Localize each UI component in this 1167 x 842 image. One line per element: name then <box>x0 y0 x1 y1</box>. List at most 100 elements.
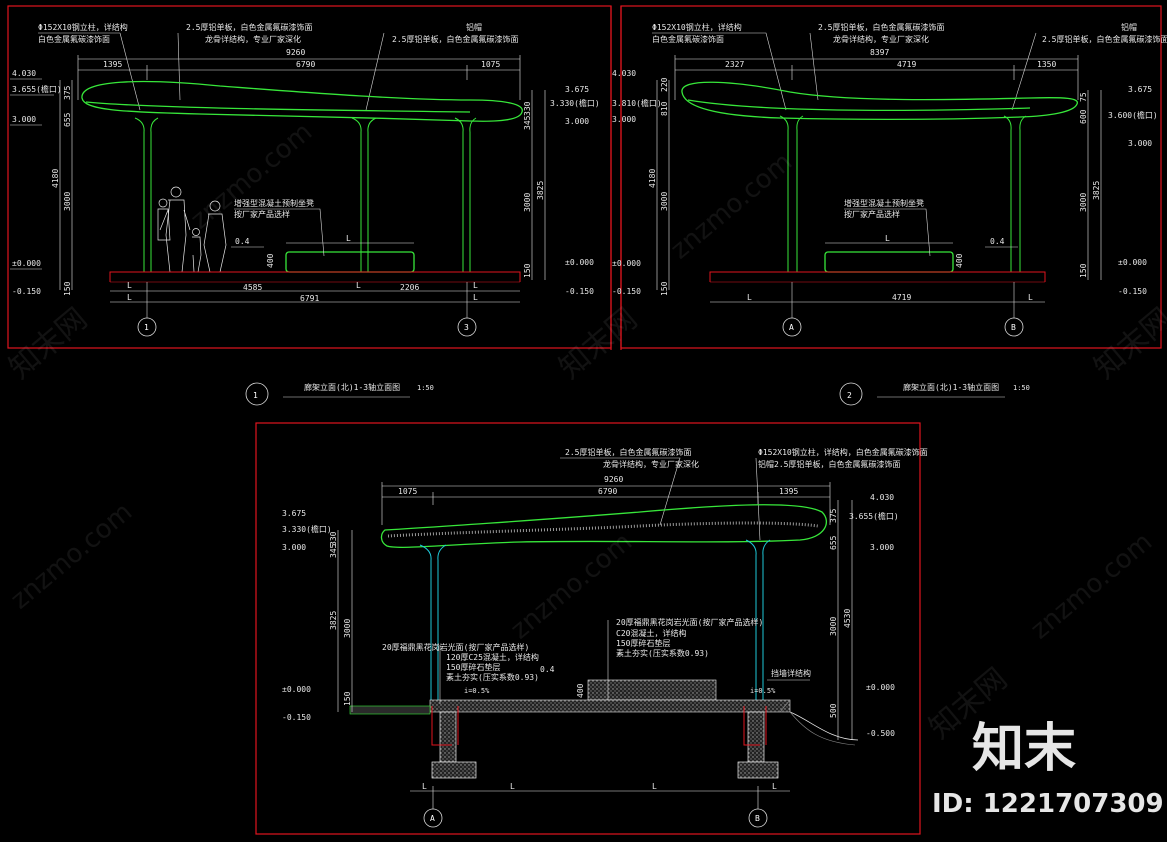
note-canopy-detail: 龙骨详结构，专业厂家深化 <box>833 34 929 44</box>
dim-1075: 1075 <box>481 60 500 69</box>
dim-1395: 1395 <box>103 60 122 69</box>
logo-text: 知末 <box>972 719 1076 779</box>
level: ±0.000 <box>282 685 311 694</box>
vdim-3000: 3000 <box>343 619 352 638</box>
vdim-330: 330 <box>523 101 532 116</box>
brand-logo: 知末 ID: 1221707309 <box>932 719 1164 819</box>
watermark-brand: 知末网 <box>553 301 644 386</box>
note-cap: 铝帽 <box>466 22 482 32</box>
watermark-brand: 知末网 <box>1088 301 1167 386</box>
dim-bench-label: L <box>885 234 890 243</box>
vdim-655: 655 <box>829 535 838 550</box>
column-b <box>1003 115 1027 272</box>
canopy-profile <box>681 81 1078 121</box>
note-bench-3: 素土夯实(压实系数0.93) <box>616 648 709 658</box>
axis-bubble-b <box>748 808 768 828</box>
level: 3.330(檐口) <box>282 524 332 534</box>
axis-label: A <box>789 323 794 332</box>
drawing-number: 2 <box>847 391 852 400</box>
level: 3.000 <box>870 543 894 552</box>
vdim-3000: 3000 <box>829 617 838 636</box>
vdim-4180: 4180 <box>648 169 657 188</box>
dim-1350: 1350 <box>1037 60 1056 69</box>
dim-L: L <box>772 782 777 791</box>
level: -0.150 <box>282 713 311 722</box>
note-cap: 铝帽 <box>1121 22 1137 32</box>
dim-L: L <box>473 293 478 302</box>
level: -0.150 <box>565 287 594 296</box>
level: 3.000 <box>12 115 36 124</box>
frame-drawing-2 <box>620 5 1162 349</box>
canopy-profile <box>81 80 523 122</box>
axis-bubble-a <box>782 317 802 337</box>
slab <box>429 699 791 713</box>
level: 3.675 <box>565 85 589 94</box>
leader <box>234 208 325 257</box>
columns-drawing-1 <box>134 117 477 272</box>
note-paving-2: 150厚碎石垫层 <box>446 662 500 672</box>
level: 3.810(檐口) <box>612 98 662 108</box>
vdim-4530: 4530 <box>843 609 852 628</box>
level: 3.330(檐口) <box>550 98 600 108</box>
id-label: ID: 1221707309 <box>932 789 1164 819</box>
level: 3.675 <box>282 509 306 518</box>
axis-label: 1 <box>144 323 149 332</box>
canopy-hatch <box>387 521 819 538</box>
level: ±0.000 <box>866 683 895 692</box>
level: -0.150 <box>612 287 641 296</box>
note-canopy: 2.5厚铝单板，白色金属氟碳漆饰面 <box>565 447 691 457</box>
level: ±0.000 <box>565 258 594 267</box>
note-canopy: 2.5厚铝单板，白色金属氟碳漆饰面 <box>186 22 312 32</box>
axis-bubble-b <box>1004 317 1024 337</box>
ground-line <box>709 271 1046 282</box>
level: 3.000 <box>565 117 589 126</box>
bench-section <box>587 679 717 701</box>
note-cap-detail: 2.5厚铝单板，白色金属氟碳漆饰面 <box>392 34 518 44</box>
column-a <box>419 544 447 700</box>
level: -0.150 <box>12 287 41 296</box>
vdim-150: 150 <box>1079 263 1088 278</box>
drawing-scale: 1:50 <box>417 384 434 392</box>
note-column-finish: 白色金属氟碳漆饰面 <box>38 34 110 44</box>
frame-drawing-3 <box>255 422 921 835</box>
dim-2206: 2206 <box>400 283 419 292</box>
vdim-330: 330 <box>329 531 338 546</box>
note-column: Φ152X10钢立柱，详结构，白色金属氟碳漆饰面 <box>758 447 928 457</box>
axis-label: 3 <box>464 323 469 332</box>
axis-bubble-1 <box>137 317 157 337</box>
level: 3.655(檐口) <box>12 84 62 94</box>
note-bench: 增强型混凝土预制坐凳 <box>844 198 924 208</box>
watermark-brand: 知末网 <box>3 301 94 386</box>
drawing-number: 1 <box>253 391 258 400</box>
dim-L: L <box>1028 293 1033 302</box>
dim-9260: 9260 <box>286 48 305 57</box>
note-paving-3: 素土夯实(压实系数0.93) <box>446 672 539 682</box>
level: 4.030 <box>12 69 36 78</box>
dim-400: 400 <box>576 683 585 698</box>
leader <box>365 32 385 111</box>
level: 3.000 <box>612 115 636 124</box>
dim-9260: 9260 <box>604 475 623 484</box>
vdim-4180: 4180 <box>51 169 60 188</box>
vdim-375: 375 <box>63 85 72 100</box>
note-bench-2: 150厚碎石垫层 <box>616 638 670 648</box>
vdim-600: 600 <box>1079 109 1088 124</box>
bench <box>285 251 415 273</box>
dim-4585: 4585 <box>243 283 262 292</box>
dim-6791: 6791 <box>300 294 319 303</box>
note-canopy: 2.5厚铝单板，白色金属氟碳漆饰面 <box>818 22 944 32</box>
vdim-3825: 3825 <box>536 181 545 200</box>
dim-4719: 4719 <box>892 293 911 302</box>
axis-bubble-3 <box>457 317 477 337</box>
drawing-scale: 1:50 <box>1013 384 1030 392</box>
leader <box>119 32 141 111</box>
dim-4719: 4719 <box>897 60 916 69</box>
watermark-site: znzmo.com <box>5 497 138 615</box>
note-column: Φ152X10钢立柱，详结构 <box>38 22 128 32</box>
vdim-150: 150 <box>660 281 669 296</box>
level: 3.000 <box>1128 139 1152 148</box>
dim-6790: 6790 <box>598 487 617 496</box>
leader <box>177 32 181 101</box>
dim-1075: 1075 <box>398 487 417 496</box>
